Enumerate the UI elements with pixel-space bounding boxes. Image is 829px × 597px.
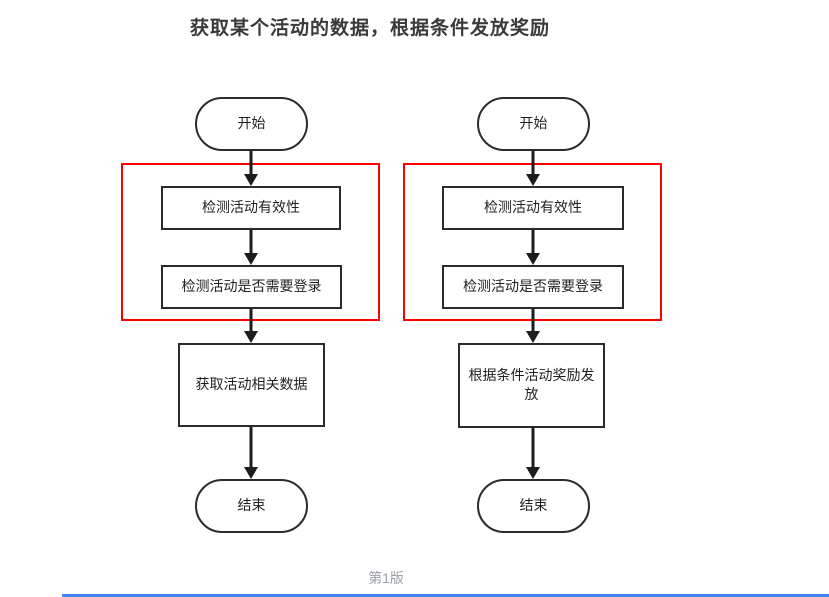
page-title: 获取某个活动的数据，根据条件发放奖励 — [189, 17, 550, 39]
flow-arrow — [244, 151, 258, 186]
arrow-head-icon — [526, 467, 540, 479]
flow-arrow — [244, 427, 258, 479]
flow-node-start: 开始 — [477, 97, 590, 151]
flow-node-end: 结束 — [477, 479, 590, 533]
flow-node-check-activity-validity: 检测活动有效性 — [161, 186, 341, 230]
flow-arrow — [526, 151, 540, 186]
arrow-shaft — [531, 230, 535, 255]
arrow-head-icon — [526, 174, 540, 186]
arrow-shaft — [531, 151, 535, 176]
version-label: 第1版 — [368, 570, 404, 586]
arrow-head-icon — [526, 253, 540, 265]
arrow-head-icon — [526, 331, 540, 343]
arrow-head-icon — [244, 174, 258, 186]
bottom-blue-bar — [62, 594, 829, 597]
flow-node-distribute-rewards: 根据条件活动奖励发放 — [458, 343, 605, 428]
arrow-shaft — [249, 427, 253, 469]
arrow-head-icon — [244, 331, 258, 343]
flow-arrow — [244, 309, 258, 343]
arrow-shaft — [531, 309, 535, 333]
flow-node-get-activity-data: 获取活动相关数据 — [178, 343, 325, 427]
arrow-shaft — [249, 309, 253, 333]
flow-node-start: 开始 — [195, 97, 308, 151]
flow-node-check-activity-validity: 检测活动有效性 — [442, 186, 624, 230]
arrow-head-icon — [244, 467, 258, 479]
flow-arrow — [526, 309, 540, 343]
flow-node-end: 结束 — [195, 479, 308, 533]
flow-node-check-login-required: 检测活动是否需要登录 — [442, 265, 624, 309]
flow-node-check-login-required: 检测活动是否需要登录 — [161, 265, 342, 309]
flow-arrow — [526, 427, 540, 479]
arrow-shaft — [249, 230, 253, 255]
arrow-shaft — [531, 427, 535, 469]
flow-arrow — [244, 230, 258, 265]
flow-arrow — [526, 230, 540, 265]
arrow-head-icon — [244, 253, 258, 265]
arrow-shaft — [249, 151, 253, 176]
